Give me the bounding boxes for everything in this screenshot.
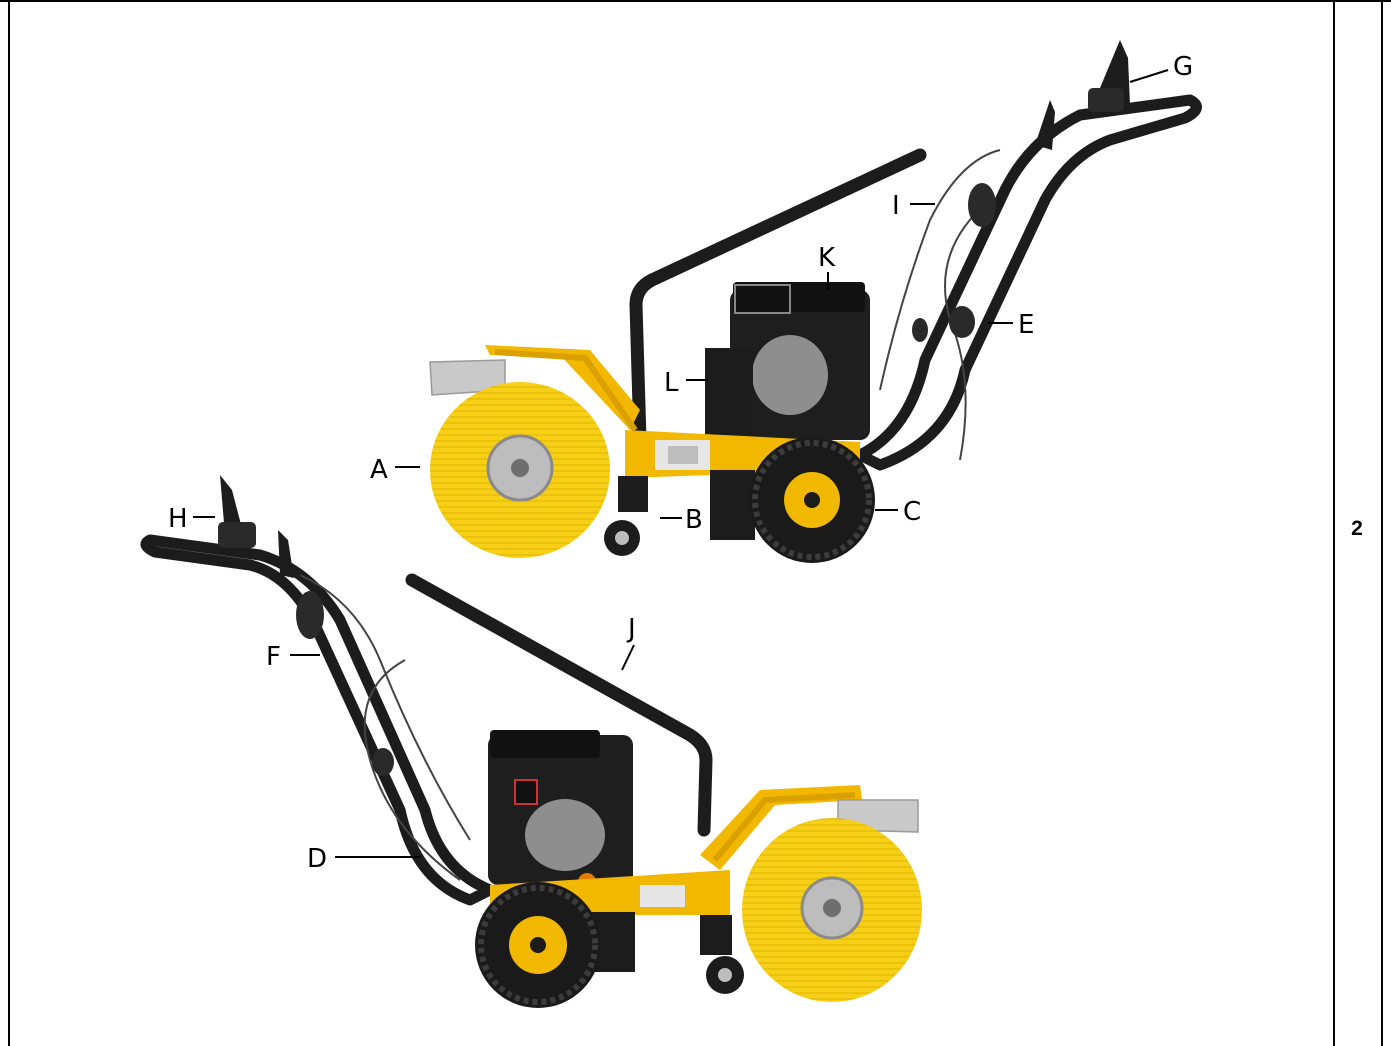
brush-hood-rail-bottom bbox=[712, 792, 856, 862]
brush-hood-top bbox=[485, 345, 640, 430]
knob-e-top bbox=[949, 306, 975, 338]
frame-divider-rule bbox=[1333, 0, 1335, 1046]
caster-hub-bottom bbox=[718, 968, 732, 982]
lever-secondary-top bbox=[1035, 100, 1055, 150]
callout-leaders bbox=[193, 69, 1169, 858]
drive-wheel-hub-top bbox=[804, 492, 820, 508]
callout-g: G bbox=[1173, 52, 1193, 82]
engine-top-cover-top bbox=[733, 282, 865, 312]
engine-top-cover-bottom bbox=[490, 730, 600, 758]
callout-i: I bbox=[892, 191, 900, 221]
engine-switch-bottom bbox=[514, 779, 538, 805]
callout-h: H bbox=[168, 504, 188, 534]
callout-j: J bbox=[626, 614, 636, 644]
engine-mount-plate-top bbox=[705, 348, 753, 438]
frame-left-rule bbox=[8, 0, 10, 1046]
knob-bottom-2 bbox=[372, 748, 394, 776]
leader-g bbox=[1129, 69, 1169, 83]
drive-guard-top bbox=[710, 470, 755, 540]
lever-secondary-bottom bbox=[278, 530, 294, 578]
sweeper-top-view bbox=[429, 40, 1202, 563]
engine-cylinder-top bbox=[752, 335, 828, 415]
handlebar-frame-bottom bbox=[140, 534, 496, 906]
engine-cylinder-bottom bbox=[525, 799, 605, 871]
caster-hub-top bbox=[615, 531, 629, 545]
callout-d: D bbox=[307, 844, 327, 874]
control-cables-bottom bbox=[299, 574, 471, 881]
callout-labels: A B C D E F G H I J K L bbox=[168, 52, 1193, 874]
lever-housing-g-top bbox=[1088, 88, 1124, 112]
frame-top-rule bbox=[0, 0, 1391, 2]
air-filter-grille-top bbox=[734, 284, 791, 314]
leader-j bbox=[621, 644, 635, 671]
drive-wheel-tread-bottom bbox=[478, 885, 598, 1005]
chassis-plate-bottom bbox=[640, 885, 685, 907]
brush-hub-center-bottom bbox=[823, 899, 841, 917]
callout-c: C bbox=[903, 497, 921, 527]
lever-housing-h-bottom bbox=[218, 522, 256, 548]
callout-f: F bbox=[266, 642, 281, 672]
callout-a: A bbox=[370, 455, 388, 485]
drive-wheel-tread-top bbox=[752, 440, 872, 560]
brush-hood-rail-top bbox=[494, 349, 638, 432]
callout-e: E bbox=[1018, 310, 1034, 340]
drive-wheel-hub-bottom bbox=[530, 937, 546, 953]
caster-bracket-top bbox=[618, 476, 648, 512]
callout-k: K bbox=[818, 243, 836, 273]
guide-bar-top bbox=[629, 148, 927, 447]
knob-e2-top bbox=[912, 318, 928, 342]
chassis-label-top bbox=[668, 446, 698, 464]
knob-f-bottom bbox=[296, 591, 324, 639]
callout-b: B bbox=[685, 505, 703, 535]
brush-hub-center-top bbox=[511, 459, 529, 477]
frame-right-rule bbox=[1381, 0, 1383, 1046]
knob-i-top bbox=[968, 183, 996, 227]
sweeper-bottom-view bbox=[140, 475, 922, 1008]
guide-bar-bottom bbox=[405, 573, 713, 837]
caster-bracket-bottom bbox=[700, 915, 732, 955]
handlebar-frame-top bbox=[854, 94, 1202, 471]
page-number: 2 bbox=[1351, 517, 1363, 540]
callout-l: L bbox=[664, 368, 679, 398]
